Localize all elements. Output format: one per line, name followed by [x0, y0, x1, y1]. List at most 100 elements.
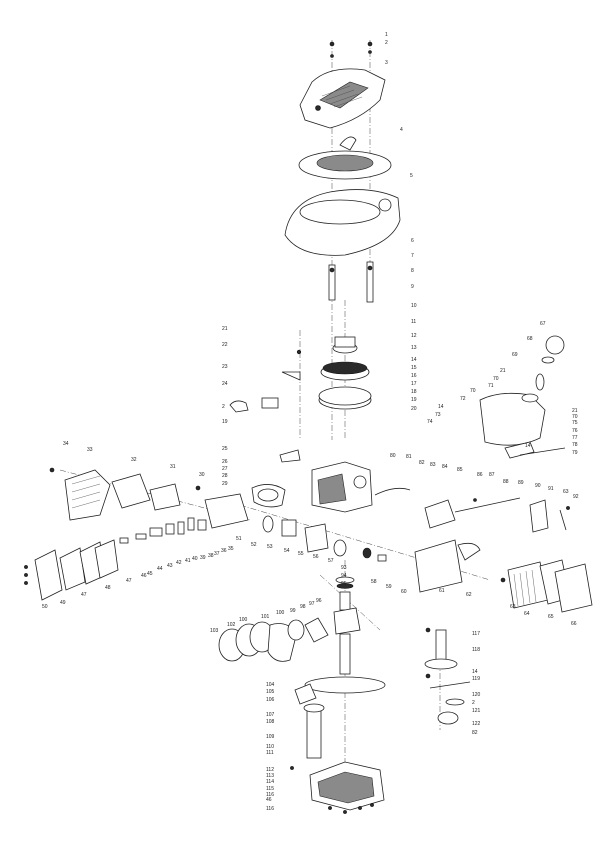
intake-parts	[262, 515, 481, 593]
part-number-label: 47	[81, 592, 87, 598]
top-cover	[299, 68, 386, 129]
part-number-label: 82	[419, 460, 425, 466]
part-number-label: 79	[572, 450, 578, 456]
part-number-label: 6	[411, 238, 414, 244]
part-number-label: 47	[126, 578, 132, 584]
part-number-label: 22	[222, 342, 228, 348]
part-number-label: 78	[572, 442, 578, 448]
assembly-axis-lines	[59, 40, 491, 800]
part-number-label: 15	[411, 365, 417, 371]
part-number-label: 112	[266, 767, 274, 773]
part-number-label: 40	[192, 556, 198, 562]
part-number-label: 65	[548, 614, 554, 620]
part-number-label: 69	[512, 352, 518, 358]
part-number-label: 16	[411, 373, 417, 379]
part-number-label: 74	[427, 419, 433, 425]
part-number-label: 45	[147, 571, 153, 577]
part-number-label: 93	[341, 565, 347, 571]
part-number-label: 42	[176, 560, 182, 566]
part-number-label: 111	[266, 750, 274, 756]
part-number-label: 91	[548, 486, 554, 492]
part-number-label: 101	[261, 614, 270, 620]
part-number-label: 116	[266, 806, 274, 812]
part-number-label: 23	[222, 364, 228, 370]
part-number-label: 88	[503, 479, 509, 485]
part-number-label: 2	[385, 40, 388, 46]
part-number-label: 7	[411, 253, 414, 259]
part-number-label: 108	[266, 719, 275, 725]
part-number-label: 46	[266, 797, 272, 803]
part-number-label: 60	[401, 589, 407, 595]
part-number-label: 54	[284, 548, 290, 554]
part-number-label: 86	[477, 472, 483, 478]
part-number-label: 96	[316, 598, 322, 604]
part-number-label: 12	[411, 333, 417, 339]
part-number-label: 90	[535, 483, 541, 489]
part-number-label: 72	[460, 396, 466, 402]
part-number-label: 95	[341, 581, 347, 587]
piston-assembly	[218, 617, 329, 662]
crankshaft	[333, 576, 361, 675]
part-number-label: 4	[400, 127, 403, 133]
part-number-label: 58	[371, 579, 377, 585]
part-number-label: 116	[266, 792, 274, 798]
part-number-label: 102	[227, 622, 236, 628]
part-number-label: 8	[411, 268, 414, 274]
part-number-label: 110	[266, 744, 274, 750]
part-number-label: 51	[236, 536, 242, 542]
flywheel	[318, 336, 372, 410]
top-screws	[329, 41, 373, 58]
part-number-label: 34	[63, 441, 69, 447]
part-number-label: 121	[472, 708, 481, 714]
part-number-label: 9	[411, 284, 414, 290]
part-number-label: 13	[411, 345, 417, 351]
camshaft	[294, 676, 386, 759]
part-number-label: 89	[518, 480, 524, 486]
part-number-label: 33	[87, 447, 93, 453]
part-number-label: 2	[472, 700, 475, 706]
part-number-label: 98	[300, 604, 306, 610]
part-number-label: 62	[466, 592, 472, 598]
part-number-label: 83	[430, 462, 436, 468]
part-number-label: 18	[411, 389, 417, 395]
part-number-label: 68	[527, 336, 533, 342]
part-number-label: 99	[290, 608, 296, 614]
part-number-label: 109	[266, 734, 275, 740]
part-number-label: 1	[385, 32, 388, 38]
part-number-label: 97	[309, 601, 315, 607]
part-number-label: 118	[472, 647, 480, 653]
part-number-label: 59	[386, 584, 392, 590]
oil-sump	[290, 761, 385, 814]
part-number-label: 66	[571, 621, 577, 627]
part-number-label: 71	[488, 383, 494, 389]
part-number-label: 104	[266, 682, 275, 688]
part-number-label: 103	[210, 628, 219, 634]
part-number-label: 21	[572, 408, 578, 414]
part-number-label: 76	[572, 428, 578, 434]
part-number-label: 24	[222, 381, 228, 387]
part-number-label: 41	[185, 558, 191, 564]
studs	[328, 261, 374, 303]
part-number-label: 122	[472, 721, 481, 727]
part-number-label: 100	[276, 610, 285, 616]
part-number-label: 31	[170, 464, 176, 470]
part-number-label: 14	[525, 443, 531, 449]
part-number-label: 32	[131, 457, 137, 463]
part-number-label: 85	[457, 467, 463, 473]
valve-train-parts	[119, 517, 207, 544]
part-number-label: 30	[199, 472, 205, 478]
governor-gear	[424, 627, 471, 725]
part-number-label: 44	[157, 566, 163, 572]
part-number-label: 37	[214, 551, 220, 557]
part-number-label: 35	[228, 546, 234, 552]
part-number-label: 19	[222, 419, 228, 425]
part-number-label: 39	[200, 555, 206, 561]
part-number-label: 26	[222, 459, 228, 465]
part-number-label: 48	[105, 585, 111, 591]
part-number-label: 19	[411, 397, 417, 403]
part-number-label: 21	[222, 326, 228, 332]
recoil-starter	[298, 136, 392, 180]
part-number-label: 50	[42, 604, 48, 610]
